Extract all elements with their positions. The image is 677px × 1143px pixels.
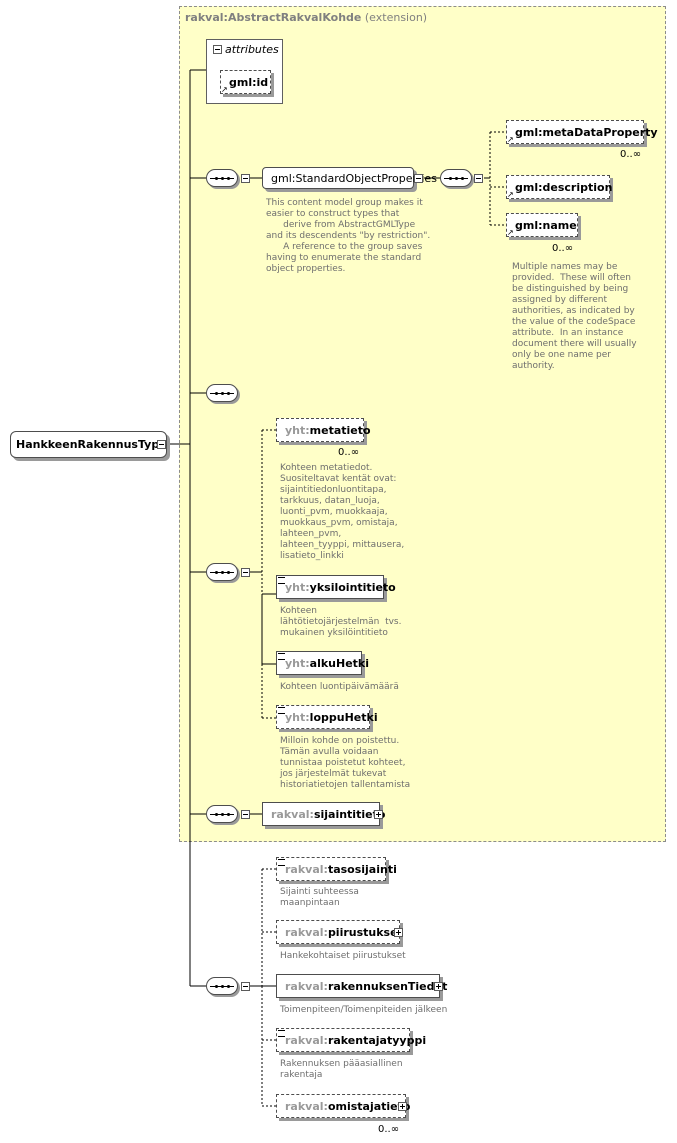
sequence-yht-toggle[interactable] [241, 568, 250, 577]
element-yht-alkuhetki[interactable]: yht:alkuHetki [276, 651, 369, 675]
cardinality-metadataproperty: 0..∞ [620, 149, 642, 160]
group-standard-object-properties[interactable]: gml:StandardObjectProperties [262, 167, 437, 189]
element-rakval-rakennuksentiedot[interactable]: rakval:rakennuksenTiedot [276, 974, 447, 998]
sequence-compositor-rakval[interactable] [206, 977, 238, 995]
element-rakval-tasosijainti[interactable]: rakval:tasosijainti [276, 857, 397, 881]
note-loppuhetki: Milloin kohde on poistettu. Tämän avulla… [280, 736, 411, 790]
sequence-gml-toggle[interactable] [474, 174, 483, 183]
element-rakval-omistajatieto[interactable]: rakval:omistajatieto [276, 1094, 410, 1118]
piirustukset-expand-toggle[interactable] [394, 928, 403, 937]
extension-base-area [179, 6, 666, 842]
note-rakennuksentiedot: Toimenpiteen/Toimenpiteiden jälkeen [280, 1005, 448, 1015]
simple-content-icon [278, 859, 285, 866]
simple-content-icon [278, 577, 285, 584]
attributes-collapse-toggle[interactable] [213, 45, 222, 54]
sijaintitieto-expand-toggle[interactable] [374, 810, 383, 819]
sequence-compositor-gml[interactable] [440, 169, 472, 187]
element-rakval-rakentajatyyppi[interactable]: rakval:rakentajatyyppi [276, 1028, 426, 1052]
note-tasosijainti: Sijainti suhteessa maanpintaan [280, 887, 359, 908]
simple-content-icon [278, 653, 285, 660]
element-yht-yksilointitieto[interactable]: yht:yksilointitieto [276, 575, 396, 599]
sequence-1-toggle[interactable] [241, 174, 250, 183]
element-gml-description[interactable]: gml:description [506, 175, 612, 199]
reference-arrow-icon: ↗ [507, 190, 514, 199]
reference-arrow-icon: ↗ [507, 135, 514, 144]
cardinality-gml-name: 0..∞ [552, 243, 574, 254]
note-metatieto: Kohteen metatiedot. Suositeltavat kentät… [280, 463, 405, 561]
sequence-compositor-empty[interactable] [206, 384, 238, 402]
element-gml-name[interactable]: gml:name [506, 213, 578, 237]
sequence-compositor-yht[interactable] [206, 563, 238, 581]
element-yht-metatieto[interactable]: yht:metatieto [276, 418, 371, 442]
reference-arrow-icon: ↗ [507, 228, 514, 237]
attribute-gml-id[interactable]: gml:id [220, 70, 271, 94]
sequence-rakval-toggle[interactable] [241, 982, 250, 991]
note-yksilointitieto: Kohteen lähtötietojärjestelmän tvs. muka… [280, 606, 402, 638]
simple-content-icon [278, 1030, 285, 1037]
omistajatieto-expand-toggle[interactable] [398, 1102, 407, 1111]
root-type-box[interactable]: HankkeenRakennusType [10, 431, 167, 458]
sequence-compositor-1[interactable] [206, 169, 238, 187]
element-rakval-sijaintitieto[interactable]: rakval:sijaintitieto [262, 802, 385, 826]
note-alkuhetki: Kohteen luontipäivämäärä [280, 682, 399, 692]
cardinality-omistajatieto: 0..∞ [378, 1124, 400, 1135]
simple-content-icon [278, 707, 285, 714]
cardinality-metatieto: 0..∞ [338, 447, 360, 458]
element-yht-loppuhetki[interactable]: yht:loppuHetki [276, 705, 378, 729]
rakennuksentiedot-expand-toggle[interactable] [434, 982, 443, 991]
sequence-sijainti-toggle[interactable] [241, 810, 250, 819]
root-collapse-toggle[interactable] [157, 440, 166, 449]
group-sop-note: This content model group makes it easier… [266, 198, 431, 274]
note-rakentajatyyppi: Rakennuksen pääasiallinen rakentaja [280, 1059, 403, 1080]
note-piirustukset: Hankekohtaiset piirustukset [280, 951, 406, 961]
element-rakval-piirustukset[interactable]: rakval:piirustukset [276, 920, 403, 944]
element-gml-metadataproperty[interactable]: gml:metaDataProperty [506, 120, 658, 144]
sequence-compositor-sijainti[interactable] [206, 805, 238, 823]
extension-title: rakval:AbstractRakvalKohde (extension) [185, 11, 428, 24]
reference-arrow-icon: ↗ [221, 85, 228, 94]
note-gml-name: Multiple names may be provided. These wi… [512, 262, 637, 371]
group-sop-toggle[interactable] [414, 174, 423, 183]
attributes-label: attributes [225, 43, 279, 56]
